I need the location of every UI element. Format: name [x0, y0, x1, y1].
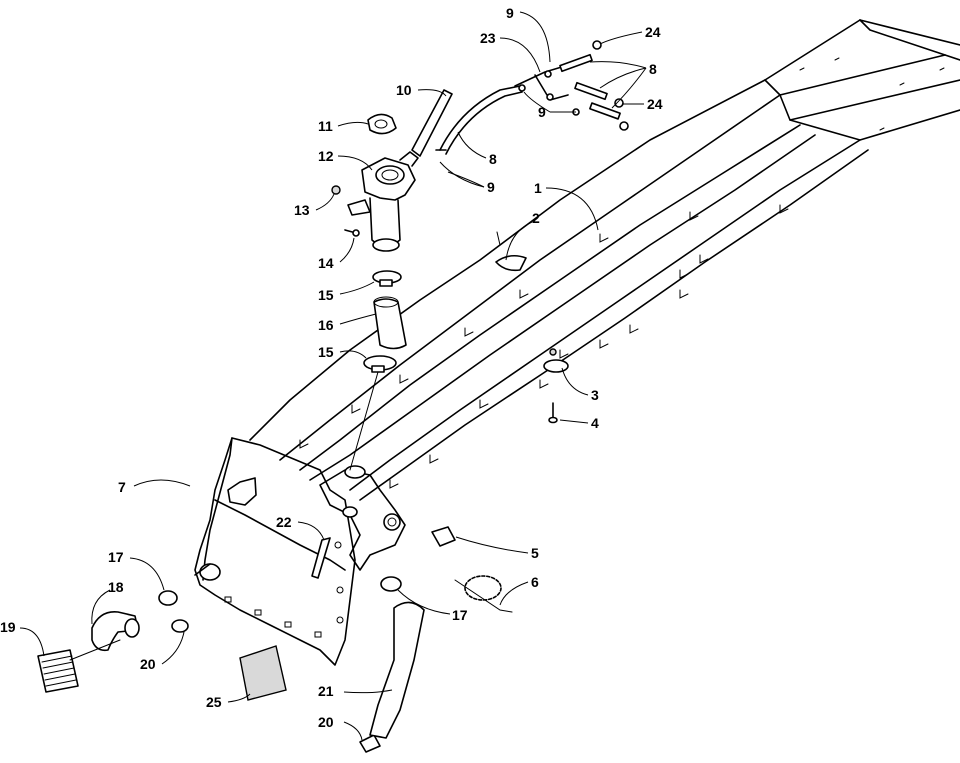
- callout-21: 21: [318, 683, 334, 699]
- callout-15-lower: 15: [318, 344, 334, 360]
- callout-9-lower: 9: [487, 179, 495, 195]
- plug-bottom: [359, 734, 381, 753]
- bolt: [548, 402, 558, 424]
- callout-9-top: 9: [506, 5, 514, 21]
- drain-hose: [369, 601, 425, 739]
- nut: [331, 185, 341, 195]
- center-bracket: [319, 465, 406, 571]
- elbow-hose: [91, 611, 140, 652]
- callout-8-top: 8: [649, 61, 657, 77]
- callout-9-upper: 9: [538, 104, 546, 120]
- callout-20-left: 20: [140, 656, 156, 672]
- callout-4: 4: [591, 415, 599, 431]
- clip: [495, 231, 527, 272]
- disc: [454, 575, 513, 613]
- callouts: 1 2 3 4 5 6 7 8 8 9 9 9: [0, 5, 663, 741]
- callout-7: 7: [118, 479, 126, 495]
- bellows-boot: [37, 649, 79, 693]
- callout-3: 3: [591, 387, 599, 403]
- callout-17-left: 17: [108, 549, 124, 565]
- hose-clamp-lower: [363, 355, 397, 373]
- foam-pad: [239, 645, 287, 701]
- callout-8-mid: 8: [489, 151, 497, 167]
- callout-20-bottom: 20: [318, 714, 334, 730]
- callout-11: 11: [318, 118, 333, 134]
- callout-12: 12: [318, 148, 334, 164]
- hose-clamp-left: [158, 590, 178, 606]
- tee-fitting: [514, 40, 629, 131]
- callout-15-upper: 15: [318, 287, 334, 303]
- plate-bracket: [431, 526, 456, 547]
- callout-23: 23: [480, 30, 496, 46]
- fill-hose: [373, 296, 407, 350]
- callout-6: 6: [531, 574, 539, 590]
- callout-24-lower: 24: [647, 96, 663, 112]
- front-bulkhead-plate: [194, 437, 356, 666]
- callout-18: 18: [108, 579, 124, 595]
- outlet-fitting: [194, 563, 221, 581]
- callout-16: 16: [318, 317, 334, 333]
- vent-tube: [411, 89, 453, 157]
- callout-10: 10: [396, 82, 412, 98]
- callout-17-right: 17: [452, 607, 468, 623]
- grommet: [543, 348, 569, 373]
- callout-14: 14: [318, 255, 334, 271]
- screw: [344, 229, 360, 237]
- callout-19: 19: [0, 619, 16, 635]
- callout-25: 25: [206, 694, 222, 710]
- callout-22: 22: [276, 514, 292, 530]
- callout-1: 1: [534, 180, 542, 196]
- vent-hose: [435, 85, 523, 155]
- callout-13: 13: [294, 202, 310, 218]
- callout-24-top: 24: [645, 24, 661, 40]
- callout-2: 2: [532, 210, 540, 226]
- hose-clamp-right: [380, 576, 402, 592]
- callout-5: 5: [531, 545, 539, 561]
- plug-left: [171, 619, 189, 633]
- support-bracket: [311, 537, 331, 579]
- fuel-cap: [367, 113, 397, 135]
- fill-neck-assembly: [347, 151, 419, 252]
- tunnel-rail-assembly: [249, 19, 960, 501]
- hose-clamp-upper: [372, 270, 402, 287]
